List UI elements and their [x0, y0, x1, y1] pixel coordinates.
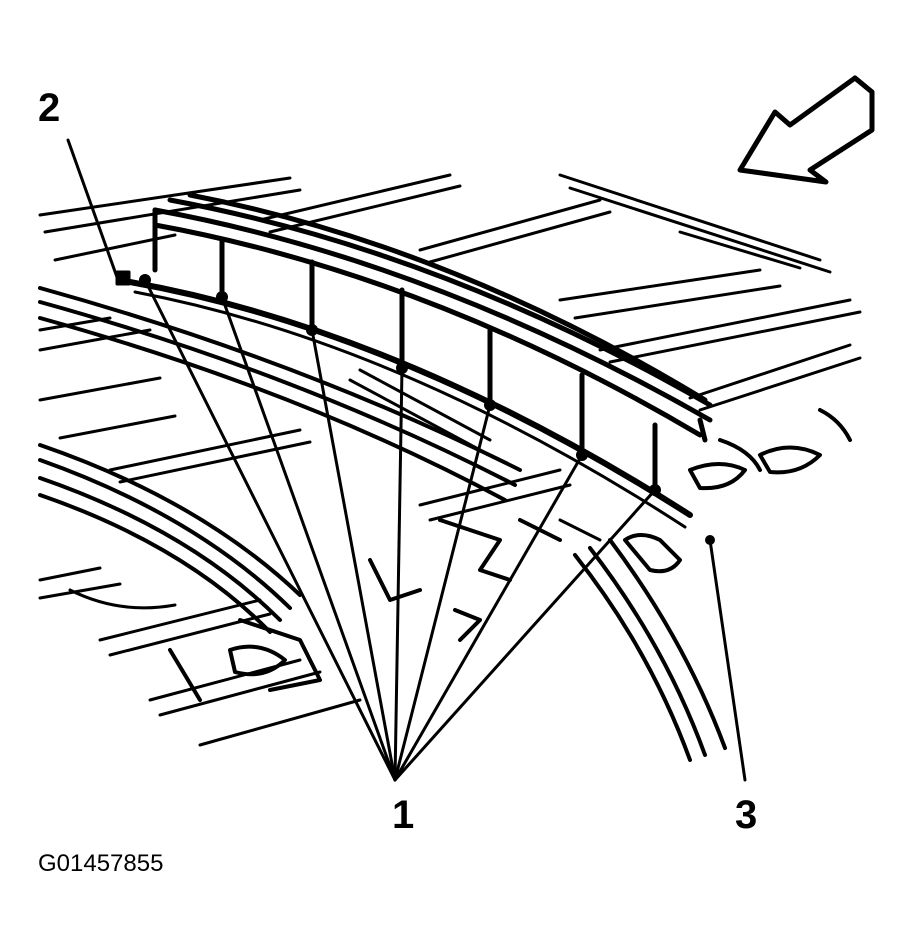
callout-3-leader: [705, 535, 747, 782]
roof-molding: [127, 192, 713, 529]
callout-3-label: 3: [735, 793, 758, 837]
arrow-pointing-front-icon: [737, 75, 875, 185]
callout-1-leaders: [143, 278, 657, 782]
roof-frame-lines: [38, 173, 862, 747]
callout-1-label: 1: [392, 793, 415, 837]
windshield-pillar: [573, 408, 852, 762]
callout-2-label: 2: [38, 86, 61, 130]
figure-id: G01457855: [38, 850, 164, 877]
left-roof-rail: [38, 286, 522, 634]
callout-2-leader: [66, 138, 131, 286]
